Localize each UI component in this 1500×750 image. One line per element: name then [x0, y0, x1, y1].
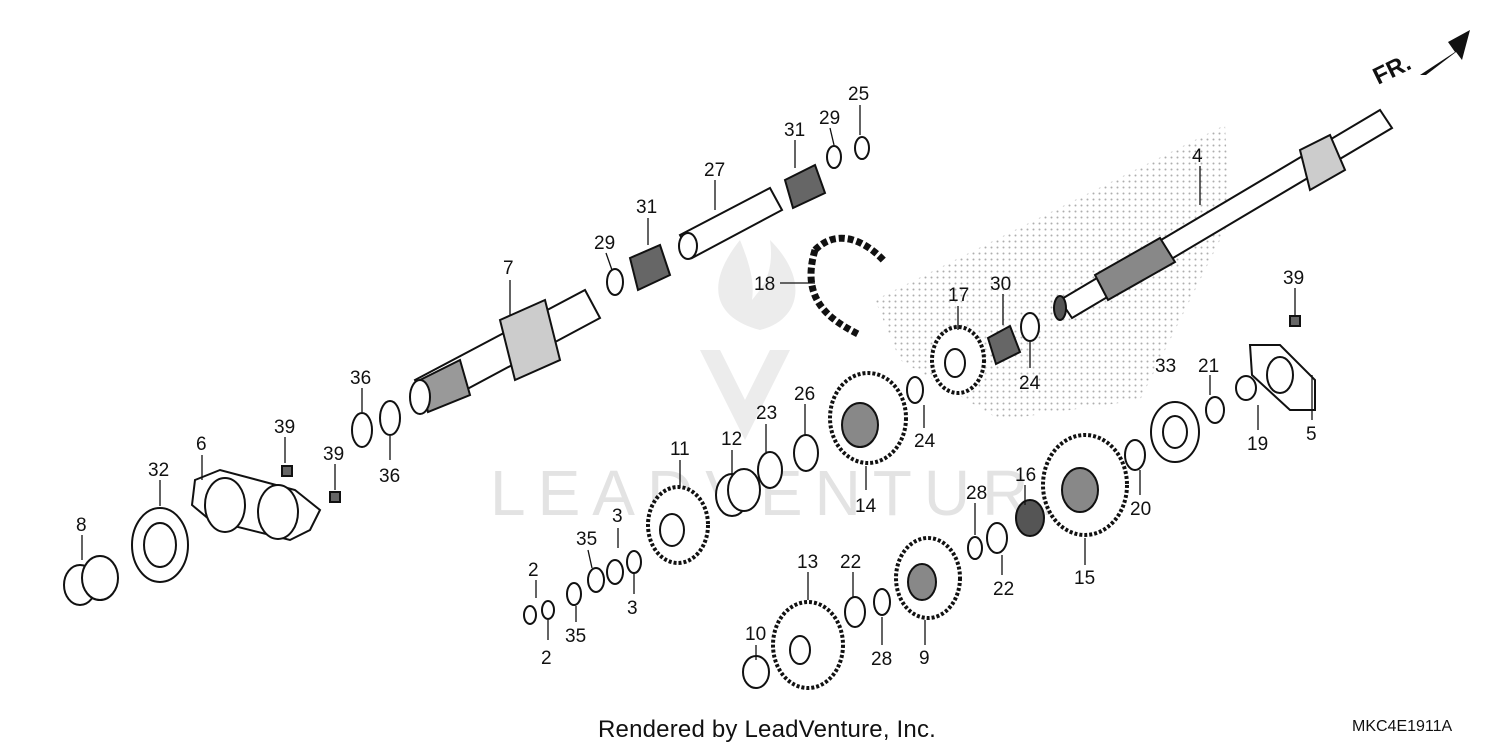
callout-31a: 31 [636, 197, 657, 218]
callout-2a: 2 [528, 560, 539, 581]
collar-8 [63, 555, 119, 606]
callout-2b: 2 [541, 648, 552, 669]
callout-8: 8 [76, 515, 87, 536]
front-direction-arrow: FR. [1369, 30, 1470, 90]
callout-39b: 39 [323, 444, 344, 465]
callout-35b: 35 [565, 626, 586, 647]
callout-9: 9 [919, 648, 930, 669]
callout-31b: 31 [784, 120, 805, 141]
bearing-33 [1150, 401, 1200, 463]
callout-21: 21 [1198, 356, 1219, 377]
callout-14: 14 [855, 496, 877, 517]
callout-19: 19 [1247, 434, 1268, 455]
callout-labels: 2 2 3 3 4 5 6 7 8 9 10 11 12 13 14 15 16… [76, 84, 1317, 670]
callout-12: 12 [721, 429, 742, 450]
callout-15: 15 [1074, 568, 1095, 589]
callout-39a: 39 [274, 417, 295, 438]
callout-3b: 3 [627, 598, 638, 619]
callout-17: 17 [948, 285, 969, 306]
callout-36b: 36 [379, 466, 400, 487]
rendered-by-credit: Rendered by LeadVenture, Inc. [598, 716, 937, 743]
callout-18: 18 [754, 274, 775, 295]
callout-35a: 35 [576, 529, 597, 550]
callout-30: 30 [990, 274, 1011, 295]
callout-28b: 28 [871, 649, 892, 670]
gear-9 [894, 536, 962, 620]
bolts-39 [281, 315, 1301, 503]
callout-23: 23 [756, 403, 777, 424]
callout-5: 5 [1306, 424, 1317, 445]
bearing-holder-5 [1248, 344, 1316, 411]
shading-area [875, 125, 1230, 420]
bearing-holder-6 [190, 468, 322, 542]
gear-11 [646, 485, 710, 565]
needle-bearing-30 [986, 324, 1022, 366]
bushing-10 [742, 655, 770, 689]
callout-16: 16 [1015, 465, 1036, 486]
callout-10: 10 [745, 624, 766, 645]
callout-11: 11 [670, 439, 690, 460]
bearing-32 [131, 507, 189, 583]
callout-36a: 36 [350, 368, 371, 389]
sleeve-27 [678, 186, 784, 260]
callout-22a: 22 [840, 552, 861, 573]
chain-18 [807, 234, 888, 339]
mainshaft [1053, 108, 1394, 321]
callout-24a: 24 [1019, 373, 1041, 394]
callout-27: 27 [704, 160, 725, 181]
needle-bearing-31a [628, 243, 672, 292]
diagram-code: MKC4E1911A [1352, 718, 1453, 735]
gear-17 [930, 325, 986, 395]
callout-6: 6 [196, 434, 207, 455]
callout-13: 13 [797, 552, 818, 573]
callout-3a: 3 [612, 506, 623, 527]
fr-label: FR. [1369, 49, 1416, 90]
watermark: LEADVENTURE [490, 240, 1095, 529]
callout-25: 25 [848, 84, 869, 105]
bushing-16 [1015, 499, 1045, 537]
callout-22b: 22 [993, 579, 1014, 600]
gear-14 [828, 371, 908, 465]
callout-39c: 39 [1283, 268, 1304, 289]
callout-33: 33 [1155, 356, 1176, 377]
washer-rings [351, 136, 1257, 628]
callout-4: 4 [1192, 146, 1203, 167]
needle-bearing-31b [783, 163, 827, 210]
gear-15 [1041, 433, 1129, 537]
callout-28a: 28 [966, 483, 987, 504]
callout-20: 20 [1130, 499, 1151, 520]
callout-29b: 29 [819, 108, 840, 129]
countershaft [409, 288, 602, 415]
callout-24b: 24 [914, 431, 936, 452]
leader-lines [81, 105, 1313, 660]
callout-29a: 29 [594, 233, 615, 254]
callout-7: 7 [503, 258, 514, 279]
callout-26: 26 [794, 384, 815, 405]
callout-32: 32 [148, 460, 169, 481]
watermark-text: LEADVENTURE [490, 457, 1095, 529]
gear-13 [771, 600, 845, 690]
